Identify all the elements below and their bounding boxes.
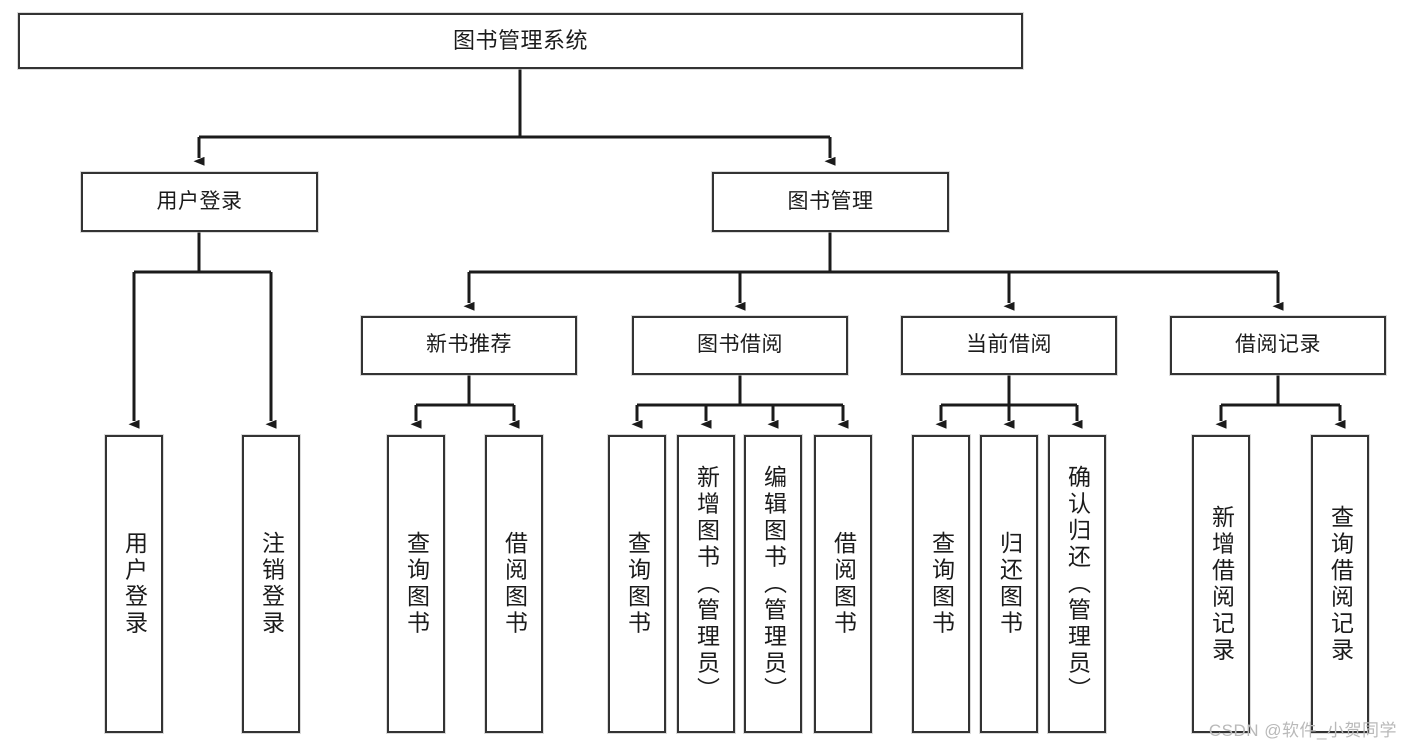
node-user-login-label: 用户登录: [156, 189, 243, 213]
node-leaf-query-book-2-label: 查询图书: [624, 531, 651, 637]
node-user-login[interactable]: 用户登录: [81, 172, 318, 232]
node-borrow-record-label: 借阅记录: [1235, 333, 1321, 357]
node-current-borrow[interactable]: 当前借阅: [901, 316, 1117, 375]
node-leaf-query-book-3[interactable]: 查询图书: [912, 435, 970, 733]
node-leaf-query-book-3-label: 查询图书: [928, 531, 955, 637]
node-leaf-add-book-label: 新增图书（管理员）: [693, 464, 720, 704]
node-book-borrow[interactable]: 图书借阅: [632, 316, 848, 375]
node-leaf-logout-label: 注销登录: [258, 531, 285, 637]
node-leaf-borrow-book-1-label: 借阅图书: [501, 531, 528, 637]
node-leaf-query-record[interactable]: 查询借阅记录: [1311, 435, 1369, 733]
node-leaf-user-login-label: 用户登录: [121, 531, 148, 637]
node-book-manage-label: 图书管理: [787, 189, 874, 213]
node-leaf-edit-book[interactable]: 编辑图书（管理员）: [744, 435, 802, 733]
node-leaf-borrow-book-2-label: 借阅图书: [830, 531, 857, 637]
node-current-borrow-label: 当前借阅: [966, 333, 1052, 357]
node-new-book-rec[interactable]: 新书推荐: [361, 316, 577, 375]
node-leaf-edit-book-label: 编辑图书（管理员）: [760, 464, 787, 704]
node-leaf-query-book-2[interactable]: 查询图书: [608, 435, 666, 733]
node-new-book-rec-label: 新书推荐: [426, 333, 512, 357]
node-leaf-confirm-return[interactable]: 确认归还（管理员）: [1048, 435, 1106, 733]
csdn-watermark: CSDN @软件_小贺同学: [1208, 721, 1397, 740]
node-root-label: 图书管理系统: [452, 28, 588, 54]
node-leaf-add-record-label: 新增借阅记录: [1208, 504, 1235, 664]
node-leaf-confirm-return-label: 确认归还（管理员）: [1064, 464, 1091, 704]
node-leaf-borrow-book-1[interactable]: 借阅图书: [485, 435, 543, 733]
node-borrow-record[interactable]: 借阅记录: [1170, 316, 1386, 375]
node-book-borrow-label: 图书借阅: [697, 333, 783, 357]
node-leaf-return-book[interactable]: 归还图书: [980, 435, 1038, 733]
node-leaf-return-book-label: 归还图书: [996, 531, 1023, 637]
node-leaf-borrow-book-2[interactable]: 借阅图书: [814, 435, 872, 733]
node-leaf-user-login[interactable]: 用户登录: [105, 435, 163, 733]
node-leaf-add-book[interactable]: 新增图书（管理员）: [677, 435, 735, 733]
node-book-manage[interactable]: 图书管理: [712, 172, 949, 232]
node-leaf-add-record[interactable]: 新增借阅记录: [1192, 435, 1250, 733]
node-leaf-logout[interactable]: 注销登录: [242, 435, 300, 733]
node-leaf-query-book-1-label: 查询图书: [403, 531, 430, 637]
node-leaf-query-record-label: 查询借阅记录: [1327, 504, 1354, 664]
node-root[interactable]: 图书管理系统: [18, 13, 1023, 69]
node-leaf-query-book-1[interactable]: 查询图书: [387, 435, 445, 733]
